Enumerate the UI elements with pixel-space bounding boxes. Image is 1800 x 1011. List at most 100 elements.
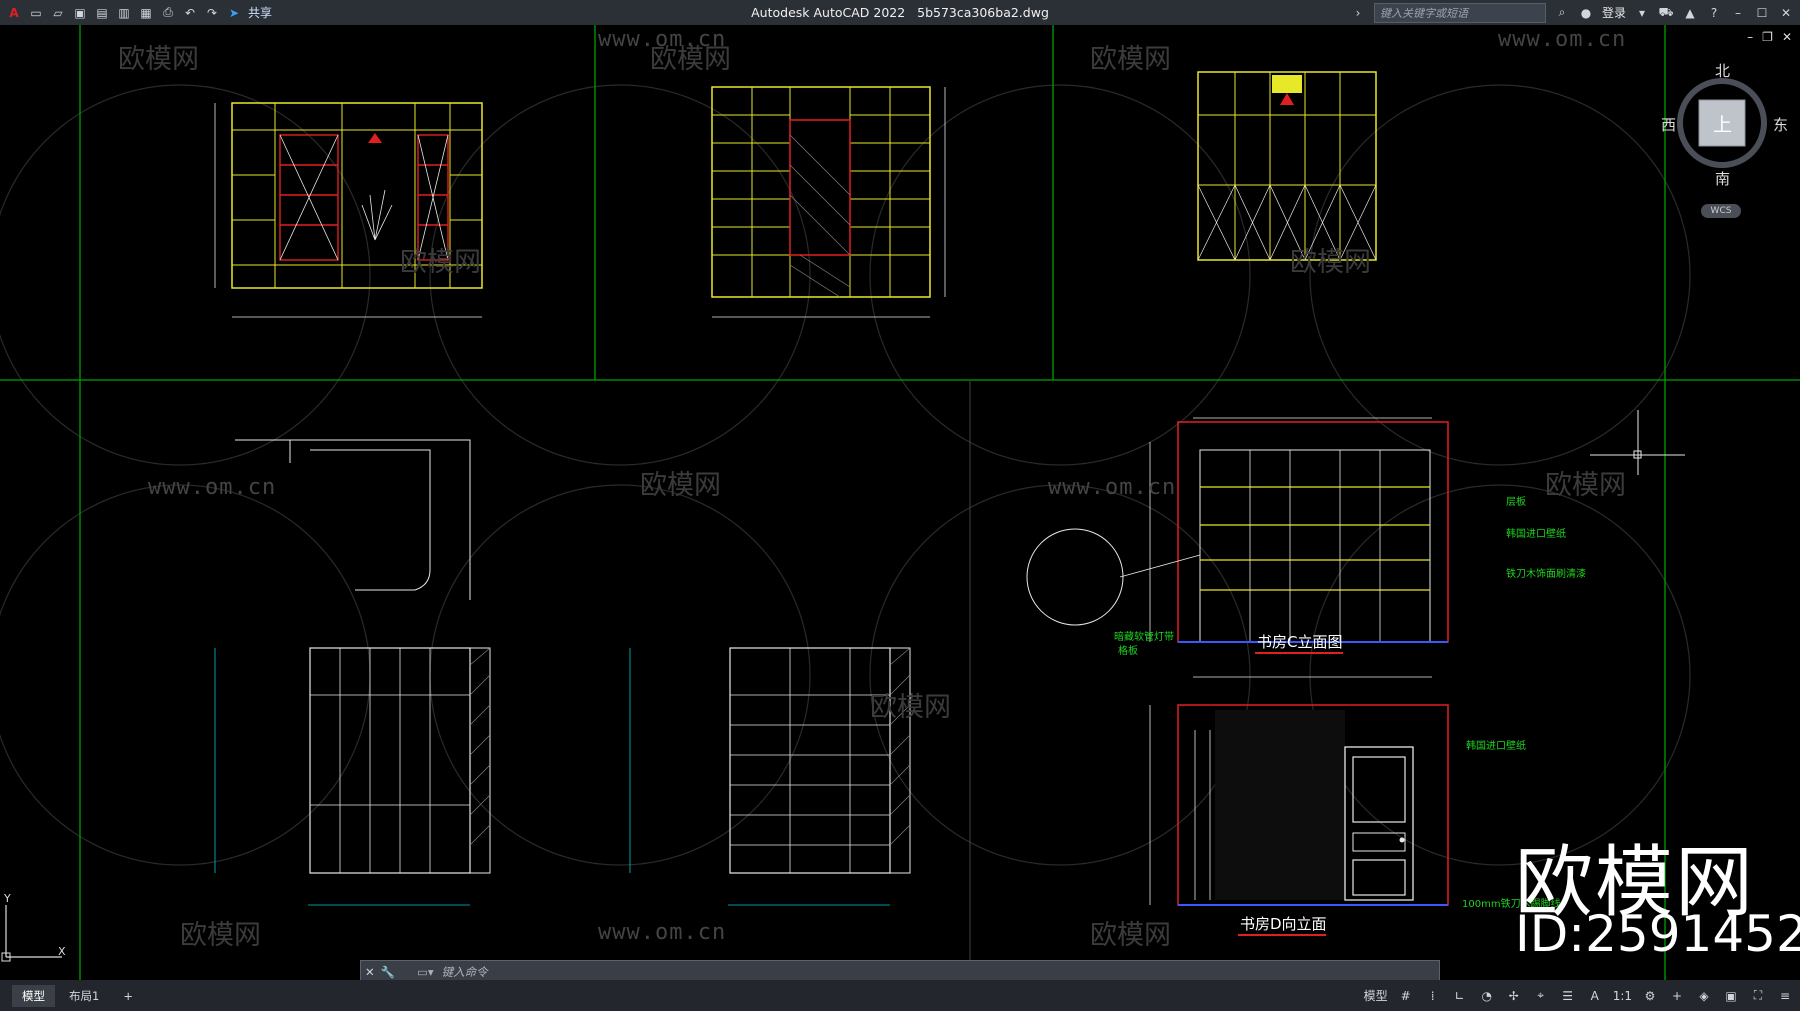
close-icon[interactable]: ✕ — [1780, 5, 1792, 20]
cart-icon[interactable]: ⛟ — [1658, 4, 1674, 19]
help-search-input[interactable]: 键入关键字或短语 — [1373, 2, 1546, 23]
watermark-id: ID:2591452 — [1515, 905, 1800, 963]
drawing-canvas[interactable]: 欧模网 欧模网 欧模网 欧模网 欧模网 欧模网 欧模网 欧模网 欧模网 欧模网 … — [0, 25, 1800, 980]
annotation-shelf: 层板 — [1506, 497, 1526, 508]
elevation-top-left — [214, 102, 483, 318]
watermark-brand: 欧模网 — [650, 44, 731, 75]
ortho-icon[interactable]: ∟ — [1454, 988, 1465, 1003]
plot-icon[interactable]: ▦ — [140, 5, 152, 20]
snap-icon[interactable]: ⁞ — [1430, 988, 1435, 1003]
annotation-wallpaper-c: 韩国进口壁纸 — [1506, 529, 1566, 540]
help-icon[interactable]: ? — [1710, 5, 1718, 20]
watermark-url: www.om.cn — [1498, 27, 1627, 52]
status-toggles: 模型 # ⁞ ∟ ◔ ✢ ⌖ ☰ A 1:1 ⚙ + ◈ ▣ ⛶ ≡ — [1364, 980, 1794, 1011]
annotation-board: 格板 — [1118, 646, 1138, 657]
annotation-wallpaper-d: 韩国进口壁纸 — [1466, 741, 1526, 752]
osnap-icon[interactable]: ⌖ — [1537, 988, 1545, 1002]
elevation-c-title: 书房C立面图 — [1257, 633, 1343, 651]
autodesk-a360-icon[interactable]: ▲ — [1685, 5, 1695, 20]
fullscreen-icon[interactable]: ⛶ — [1753, 988, 1763, 1002]
wcs-menu[interactable]: WCS — [1701, 204, 1741, 218]
document-window-controls: – ❐ ✕ — [1747, 30, 1792, 44]
watermark-brand: 欧模网 — [400, 247, 481, 278]
watermark-brand: 欧模网 — [870, 692, 951, 723]
annotation-scale-icon[interactable]: A — [1590, 988, 1599, 1003]
model-space-button[interactable]: 模型 — [1363, 989, 1388, 1003]
app-title: Autodesk AutoCAD 2022 — [751, 5, 906, 20]
viewcube-north[interactable]: 北 — [1715, 62, 1731, 80]
share-icon[interactable]: ➤ — [228, 5, 240, 20]
hardware-acceleration-icon[interactable]: ▣ — [1725, 988, 1737, 1003]
ucs-icon: Y X — [1, 893, 66, 962]
viewcube-west[interactable]: 西 — [1661, 116, 1677, 134]
scale-label[interactable]: 1:1 — [1612, 988, 1632, 1003]
login-label[interactable]: 登录 — [1601, 6, 1626, 20]
save-icon[interactable]: ▣ — [74, 5, 86, 20]
isolate-icon[interactable]: ◈ — [1699, 988, 1709, 1003]
crosshair-cursor — [1590, 410, 1685, 475]
elevation-c-underline — [1255, 652, 1343, 654]
doc-close-icon[interactable]: ✕ — [1781, 30, 1792, 44]
chevron-down-icon[interactable]: ▾ — [1638, 5, 1646, 20]
window-title: Autodesk AutoCAD 2022 5b573ca306ba2.dwg — [0, 5, 1800, 20]
watermark-url: www.om.cn — [598, 27, 727, 52]
elevation-d-drawing — [1149, 676, 1449, 906]
customization-menu-icon[interactable]: ≡ — [1779, 988, 1791, 1003]
viewport-borders — [0, 25, 1800, 980]
watermark-brand: 欧模网 — [1090, 920, 1171, 951]
elevation-bottom-middle — [629, 647, 911, 906]
annotation-panel-c: 铁刀木饰面刷清漆 — [1506, 569, 1586, 580]
watermark-logo-text: 欧模网 — [1515, 838, 1756, 928]
elevation-bottom-left — [214, 647, 491, 906]
print-icon[interactable]: ⎙ — [163, 5, 173, 19]
plan-l-shape — [235, 439, 471, 600]
watermark-url: www.om.cn — [148, 475, 277, 500]
customize-icon[interactable]: 🔧 — [380, 965, 395, 979]
isodraft-icon[interactable]: ✢ — [1508, 988, 1519, 1003]
title-bar-right: › 键入关键字或短语 ⌕ ● 登录 ▾ ⛟ ▲ ? – ☐ ✕ — [1350, 0, 1800, 25]
share-label[interactable]: 共享 — [248, 6, 273, 20]
plus-icon[interactable]: + — [1671, 988, 1683, 1003]
open-file-icon[interactable]: ▱ — [53, 5, 63, 20]
watermark-brand: 欧模网 — [180, 920, 261, 951]
viewcube-east[interactable]: 东 — [1773, 116, 1789, 134]
search-icon[interactable]: ⌕ — [1558, 5, 1566, 19]
annotation-light: 暗藏软管灯带 — [1114, 632, 1174, 643]
undo-icon[interactable]: ↶ — [184, 5, 196, 20]
title-bar: A ▭ ▱ ▣ ▤ ▥ ▦ ⎙ ↶ ↷ ➤ 共享 Autodesk AutoCA… — [0, 0, 1800, 25]
viewcube-top-face[interactable]: 上 — [1713, 114, 1733, 136]
command-line-tools: ✕ 🔧 — [361, 961, 417, 983]
tab-model[interactable]: 模型 — [12, 984, 55, 1007]
elevation-top-middle — [711, 86, 946, 318]
tab-layout1[interactable]: 布局1 — [69, 988, 100, 1003]
maximize-icon[interactable]: ☐ — [1756, 5, 1768, 20]
publish-icon[interactable]: ▥ — [118, 5, 130, 20]
autocad-logo-icon[interactable]: A — [9, 5, 19, 20]
grid-icon[interactable]: # — [1400, 988, 1411, 1003]
quick-access-toolbar: A ▭ ▱ ▣ ▤ ▥ ▦ ⎙ ↶ ↷ ➤ 共享 — [0, 4, 646, 21]
polar-icon[interactable]: ◔ — [1481, 988, 1492, 1003]
elevation-top-right — [1197, 71, 1377, 261]
viewcube[interactable]: 北 南 西 东 上 WCS — [1661, 60, 1795, 220]
search-placeholder: 键入关键字或短语 — [1379, 6, 1468, 20]
doc-minimize-icon[interactable]: – — [1747, 30, 1754, 44]
watermark-brand: 欧模网 — [1290, 247, 1371, 278]
lineweight-icon[interactable]: ☰ — [1562, 988, 1574, 1003]
cad-drawing — [0, 25, 1800, 980]
user-icon[interactable]: ● — [1580, 5, 1592, 20]
new-file-icon[interactable]: ▭ — [30, 5, 42, 20]
command-input[interactable]: 键入命令 — [441, 965, 488, 979]
add-layout-button[interactable]: + — [123, 988, 133, 1003]
watermark-url: www.om.cn — [598, 920, 727, 945]
close-command-icon[interactable]: ✕ — [365, 965, 375, 979]
redo-icon[interactable]: ↷ — [206, 5, 218, 20]
save-as-icon[interactable]: ▤ — [96, 5, 108, 20]
viewcube-south[interactable]: 南 — [1715, 170, 1731, 188]
elevation-c-drawing — [1026, 417, 1449, 643]
minimize-icon[interactable]: – — [1735, 5, 1741, 20]
settings-gear-icon[interactable]: ⚙ — [1644, 988, 1656, 1003]
doc-restore-icon[interactable]: ❐ — [1762, 30, 1773, 44]
chevron-right-icon[interactable]: › — [1355, 5, 1361, 20]
command-history-icon[interactable]: ▭▾ — [417, 965, 434, 979]
status-bar: 模型 布局1 + 模型 # ⁞ ∟ ◔ ✢ ⌖ ☰ A 1:1 ⚙ + ◈ ▣ … — [0, 980, 1800, 1011]
